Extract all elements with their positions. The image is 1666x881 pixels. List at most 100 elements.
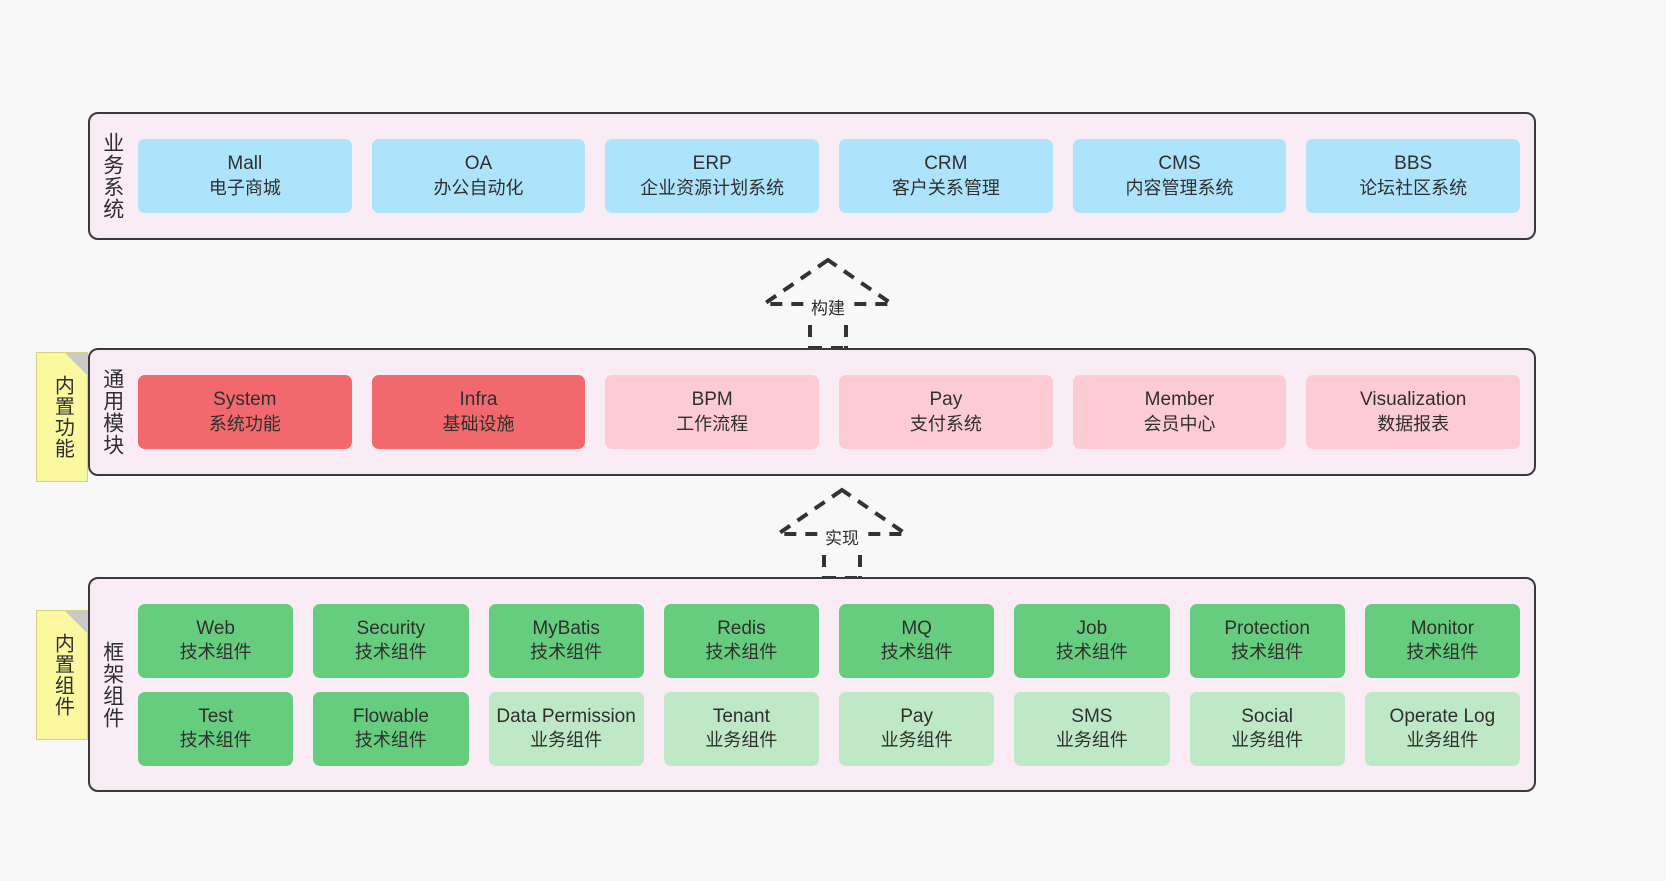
card-title: Monitor [1410, 617, 1475, 639]
card-test[interactable]: Test 技术组件 [138, 691, 294, 766]
card-title: Social [1241, 705, 1293, 727]
card-subtitle: 技术组件 [354, 642, 427, 663]
card-subtitle: 会员中心 [1143, 413, 1216, 434]
card-flowable[interactable]: Flowable 技术组件 [313, 691, 469, 766]
card-crm[interactable]: CRM 客户关系管理 [839, 139, 1053, 213]
card-title: Protection [1224, 617, 1310, 639]
card-title: Mall [227, 153, 263, 175]
card-bpm[interactable]: BPM 工作流程 [605, 375, 820, 449]
card-title: MyBatis [532, 617, 600, 639]
card-subtitle: 技术组件 [1055, 642, 1128, 663]
layer-title-business-system: 业务系统 [100, 132, 124, 220]
card-subtitle: 业务组件 [880, 730, 953, 751]
arrow-build: 构建 [748, 257, 908, 350]
note-builtin-function[interactable]: 内置功能 [36, 352, 88, 482]
layer-body-general-module: System 系统功能 Infra 基础设施 BPM 工作流程 Pay 支付系统… [134, 350, 1534, 474]
card-subtitle: 数据报表 [1377, 413, 1450, 434]
card-title: Security [356, 617, 426, 639]
card-subtitle: 业务组件 [1055, 730, 1128, 751]
card-visualization[interactable]: Visualization 数据报表 [1306, 375, 1521, 449]
arrow-build-label: 构建 [808, 294, 848, 319]
card-bbs[interactable]: BBS 论坛社区系统 [1306, 139, 1521, 213]
card-row: Test 技术组件 Flowable 技术组件 Data Permission … [138, 691, 1520, 766]
card-subtitle: 客户关系管理 [891, 177, 1000, 198]
layer-body-business-system: Mall 电子商城 OA 办公自动化 ERP 企业资源计划系统 CRM 客户关系… [134, 114, 1534, 238]
card-pay[interactable]: Pay 支付系统 [839, 375, 1053, 449]
card-pay-biz[interactable]: Pay 业务组件 [839, 691, 995, 766]
card-row: Web 技术组件 Security 技术组件 MyBatis 技术组件 Redi… [138, 603, 1520, 678]
card-social[interactable]: Social 业务组件 [1189, 691, 1345, 766]
card-title: Pay [900, 705, 933, 727]
card-subtitle: 业务组件 [1231, 730, 1304, 751]
card-subtitle: 支付系统 [909, 413, 982, 434]
card-title: Pay [929, 389, 963, 411]
layer-business-system: 业务系统 Mall 电子商城 OA 办公自动化 ERP 企业资源计划系统 CRM… [88, 112, 1536, 240]
card-subtitle: 技术组件 [705, 642, 778, 663]
card-title: Data Permission [496, 705, 636, 727]
card-title: SMS [1071, 705, 1113, 727]
card-subtitle: 业务组件 [530, 730, 603, 751]
card-subtitle: 技术组件 [880, 642, 953, 663]
card-subtitle: 工作流程 [676, 413, 749, 434]
note-builtin-component[interactable]: 内置组件 [36, 610, 88, 740]
card-subtitle: 技术组件 [1231, 642, 1304, 663]
card-subtitle: 系统功能 [208, 413, 281, 434]
card-web[interactable]: Web 技术组件 [138, 603, 294, 678]
card-mall[interactable]: Mall 电子商城 [138, 139, 352, 213]
arrow-implement: 实现 [762, 487, 922, 580]
card-title: BBS [1394, 153, 1433, 175]
card-subtitle: 办公自动化 [433, 177, 524, 198]
card-security[interactable]: Security 技术组件 [313, 603, 469, 678]
card-title: ERP [692, 153, 732, 175]
card-title: CMS [1158, 153, 1201, 175]
card-mq[interactable]: MQ 技术组件 [839, 603, 995, 678]
layer-title-general-module: 通用模块 [100, 368, 124, 456]
card-subtitle: 技术组件 [179, 642, 252, 663]
card-title: Job [1076, 617, 1108, 639]
card-monitor[interactable]: Monitor 技术组件 [1364, 603, 1520, 678]
card-tenant[interactable]: Tenant 业务组件 [663, 691, 819, 766]
card-cms[interactable]: CMS 内容管理系统 [1072, 139, 1287, 213]
card-redis[interactable]: Redis 技术组件 [663, 603, 819, 678]
card-infra[interactable]: Infra 基础设施 [371, 375, 586, 449]
card-operate-log[interactable]: Operate Log 业务组件 [1364, 691, 1520, 766]
card-sms[interactable]: SMS 业务组件 [1014, 691, 1170, 766]
note-label: 内置功能 [51, 375, 74, 459]
card-oa[interactable]: OA 办公自动化 [371, 139, 586, 213]
card-title: Redis [717, 617, 766, 639]
card-job[interactable]: Job 技术组件 [1014, 603, 1170, 678]
card-row: Mall 电子商城 OA 办公自动化 ERP 企业资源计划系统 CRM 客户关系… [138, 139, 1521, 213]
card-title: Tenant [712, 705, 770, 727]
arrow-implement-label: 实现 [822, 524, 862, 549]
card-protection[interactable]: Protection 技术组件 [1189, 603, 1345, 678]
card-title: Test [198, 705, 234, 727]
card-subtitle: 业务组件 [705, 730, 778, 751]
card-title: Member [1144, 389, 1215, 411]
card-title: Web [196, 617, 235, 639]
layer-body-framework-component: Web 技术组件 Security 技术组件 MyBatis 技术组件 Redi… [134, 579, 1534, 790]
card-erp[interactable]: ERP 企业资源计划系统 [605, 139, 820, 213]
card-title: Visualization [1360, 389, 1467, 411]
card-subtitle: 技术组件 [179, 730, 252, 751]
card-subtitle: 电子商城 [208, 177, 281, 198]
card-subtitle: 论坛社区系统 [1359, 177, 1468, 198]
card-system[interactable]: System 系统功能 [138, 375, 352, 449]
card-subtitle: 技术组件 [354, 730, 427, 751]
card-subtitle: 基础设施 [442, 413, 515, 434]
card-title: MQ [901, 617, 932, 639]
card-member[interactable]: Member 会员中心 [1072, 375, 1287, 449]
card-mybatis[interactable]: MyBatis 技术组件 [488, 603, 644, 678]
card-subtitle: 技术组件 [1406, 642, 1479, 663]
card-data-permission[interactable]: Data Permission 业务组件 [488, 691, 644, 766]
card-title: Infra [459, 389, 498, 411]
card-subtitle: 内容管理系统 [1125, 177, 1234, 198]
card-subtitle: 业务组件 [1406, 730, 1479, 751]
layer-framework-component: 框架组件 Web 技术组件 Security 技术组件 MyBatis 技术组件… [88, 577, 1536, 792]
note-label: 内置组件 [51, 633, 74, 717]
card-title: Flowable [352, 705, 429, 727]
card-row: System 系统功能 Infra 基础设施 BPM 工作流程 Pay 支付系统… [138, 375, 1521, 449]
card-title: CRM [924, 153, 968, 175]
card-subtitle: 技术组件 [530, 642, 603, 663]
layer-general-module: 通用模块 System 系统功能 Infra 基础设施 BPM 工作流程 Pay… [88, 348, 1536, 476]
